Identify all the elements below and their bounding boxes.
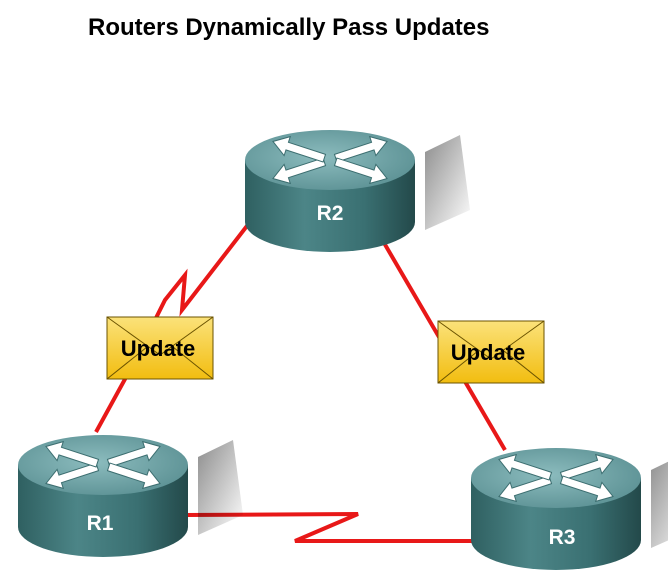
router-label-r1: R1 [87, 512, 114, 535]
router-icon [17, 434, 244, 558]
link-r1-r2 [94, 220, 252, 433]
link-r1-r3 [185, 512, 472, 543]
router-label-r3: R3 [549, 526, 576, 549]
update-label-r2-r3: Update [451, 340, 526, 365]
update-label-r1-r2: Update [121, 336, 196, 361]
router-r1[interactable] [17, 434, 244, 558]
router-icon [244, 129, 471, 253]
router-icon [470, 447, 668, 571]
router-label-r2: R2 [317, 202, 344, 225]
router-r3[interactable] [470, 447, 668, 571]
router-r2[interactable] [244, 129, 471, 253]
diagram-title: Routers Dynamically Pass Updates [88, 14, 490, 41]
